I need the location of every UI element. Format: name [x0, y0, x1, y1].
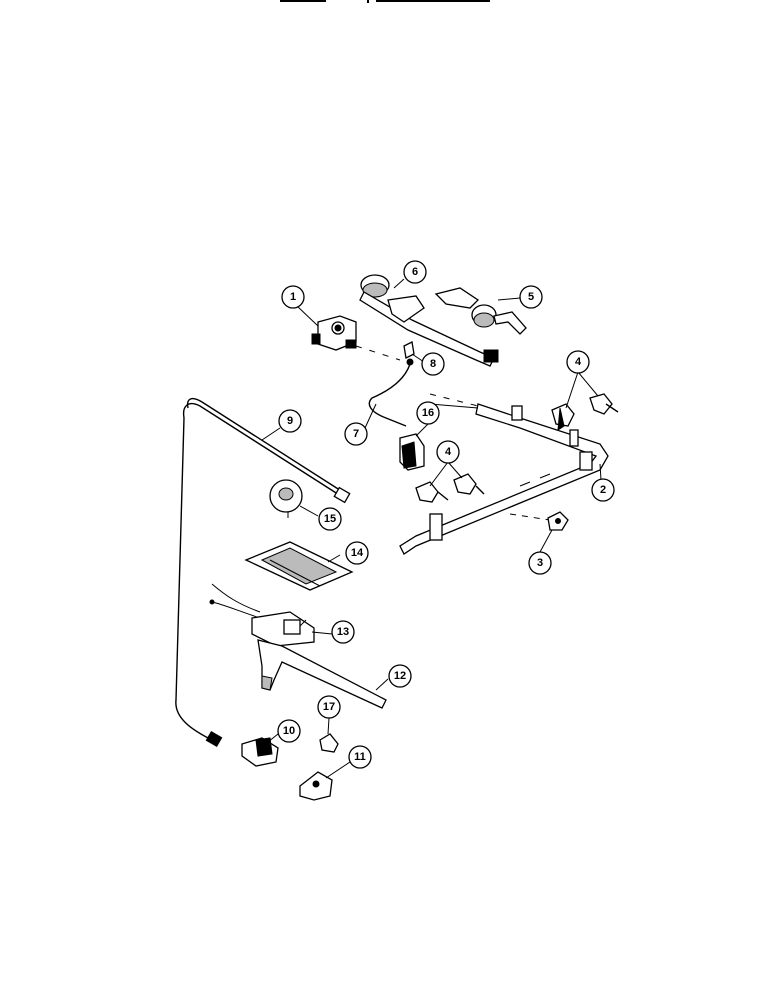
part-6-burner-pipe [359, 274, 499, 367]
part-15-nut [269, 479, 303, 518]
callouts: 1 2 3 4 4 5 6 7 [277, 260, 615, 769]
part-1-regulator [311, 315, 401, 361]
part-2-manifold [399, 393, 609, 555]
callout-9: 9 [278, 409, 302, 433]
part-4-valves-upper [551, 393, 619, 431]
callout-15: 15 [318, 507, 342, 531]
callout-label: 7 [353, 428, 359, 440]
callout-3: 3 [528, 551, 552, 575]
callout-5: 5 [519, 285, 543, 309]
callout-label: 10 [283, 725, 295, 737]
leader-lines [261, 278, 602, 779]
callout-label: 8 [430, 358, 436, 370]
callout-label: 14 [351, 547, 364, 559]
callout-16: 16 [416, 401, 440, 425]
part-7-tube [368, 363, 411, 427]
callout-label: 1 [290, 291, 296, 303]
callout-label: 4 [575, 356, 582, 368]
callout-label: 16 [422, 407, 434, 419]
callout-10: 10 [277, 719, 301, 743]
callout-label: 2 [600, 484, 606, 496]
callout-label: 9 [287, 415, 293, 427]
part-13-bracket [209, 583, 315, 647]
part-10-bracket [241, 737, 279, 767]
callout-17: 17 [317, 695, 341, 719]
callout-label: 17 [323, 701, 335, 713]
part-4-valves-lower [415, 473, 485, 503]
part-9-tube [175, 397, 351, 748]
callout-12: 12 [388, 664, 412, 688]
callout-label: 12 [394, 670, 406, 682]
callout-4-upper: 4 [566, 350, 590, 374]
callout-label: 3 [537, 557, 543, 569]
part-11-bracket [299, 771, 333, 801]
callout-label: 13 [337, 626, 349, 638]
callout-label: 4 [445, 446, 452, 458]
callout-label: 5 [528, 291, 534, 303]
part-5-burner [434, 287, 527, 335]
part-8-clip [403, 341, 415, 366]
callout-label: 11 [354, 751, 366, 763]
callout-11: 11 [348, 745, 372, 769]
part-3-fitting [509, 511, 569, 531]
part-16-ignitor [399, 433, 425, 471]
callout-6: 6 [403, 260, 427, 284]
callout-7: 7 [344, 422, 368, 446]
callout-2: 2 [591, 478, 615, 502]
callout-label: 15 [324, 513, 336, 525]
callout-8: 8 [421, 352, 445, 376]
part-17-clip [319, 733, 339, 753]
callout-13: 13 [331, 620, 355, 644]
callout-label: 6 [412, 266, 418, 278]
callout-14: 14 [345, 541, 369, 565]
callout-4-lower: 4 [436, 440, 460, 464]
part-14-shield [244, 541, 354, 591]
callout-1: 1 [281, 285, 305, 309]
header-rules [280, 0, 490, 3]
part-12-burner-tube [257, 639, 387, 709]
